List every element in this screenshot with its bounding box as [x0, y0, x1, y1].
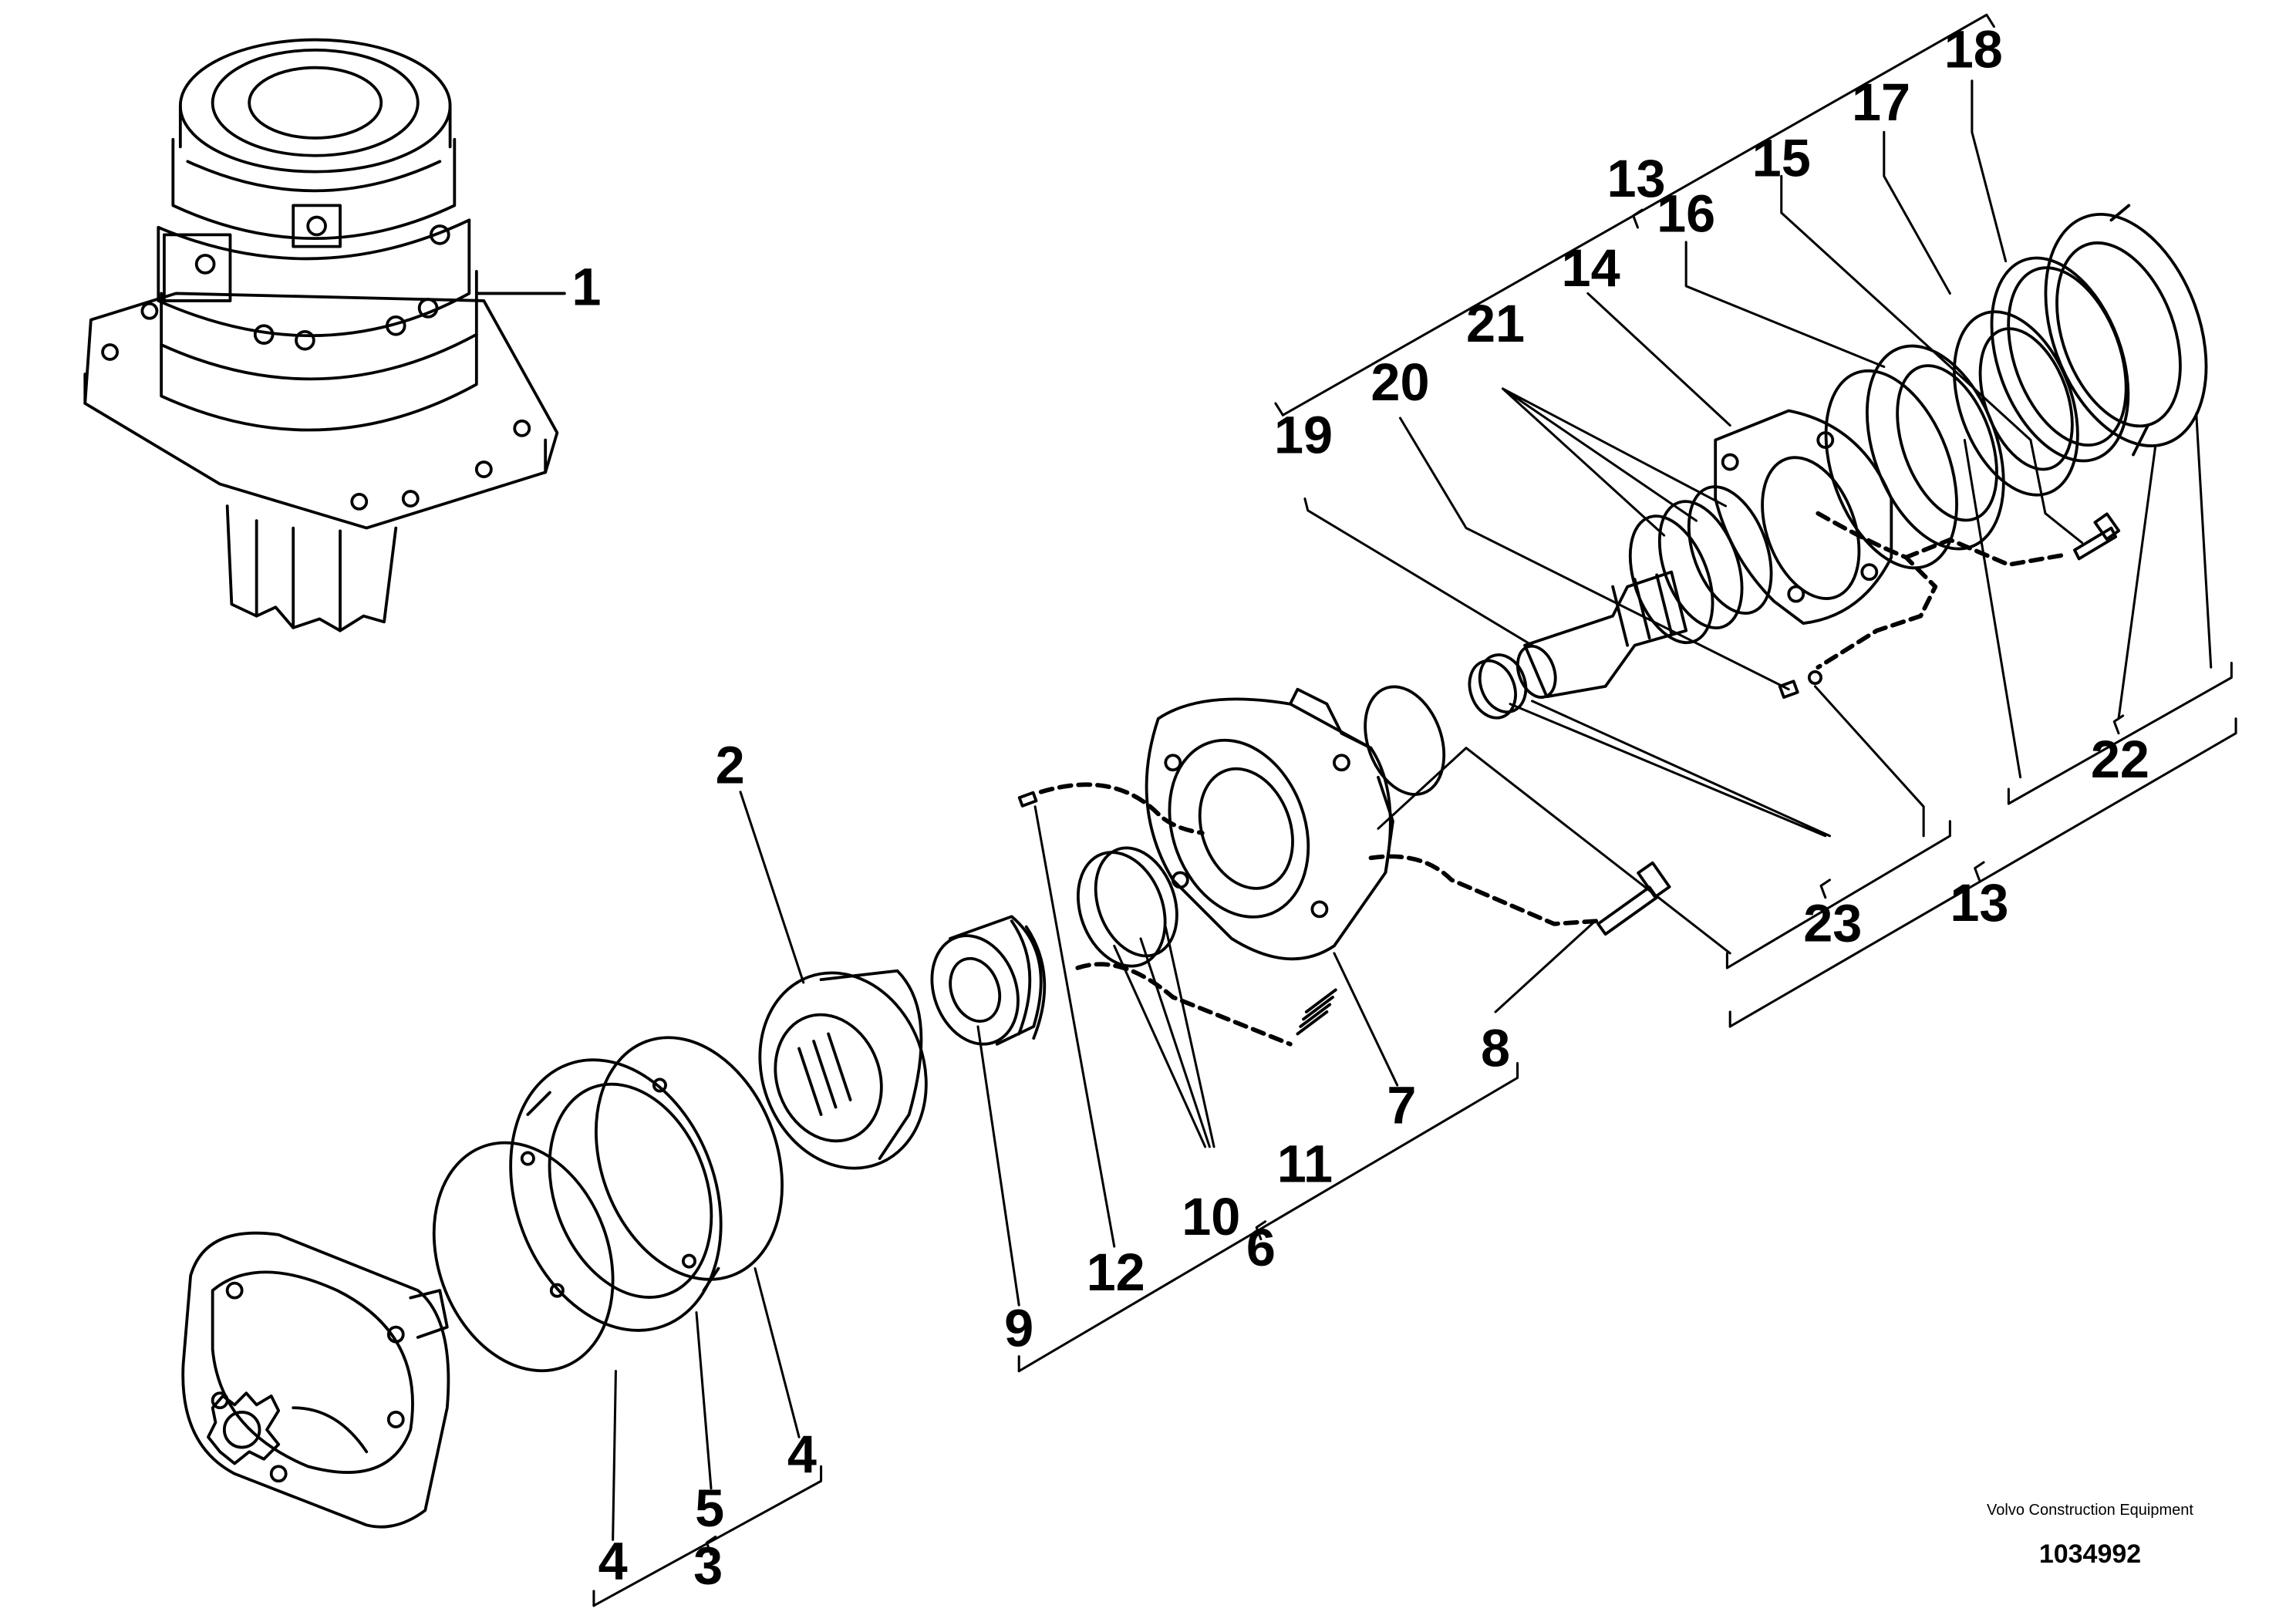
washer-20: [1807, 670, 1822, 686]
callout-22: 22: [2091, 730, 2149, 789]
callout-2: 2: [716, 735, 745, 794]
cover-22: [2044, 204, 2208, 457]
callout-1: 1: [571, 258, 601, 317]
o-ring-23: [1364, 685, 1446, 796]
o-ring-4-left: [432, 1141, 615, 1373]
valve-9: [930, 915, 1047, 1046]
shaft-19: [1515, 570, 1688, 699]
illustration-number: 1034992: [2038, 1539, 2142, 1569]
collar-23: [1468, 653, 1528, 720]
callout-11: 11: [1277, 1134, 1333, 1193]
callout-13-top: 13: [1607, 149, 1665, 208]
pin-12: [1017, 791, 1038, 808]
callout-16: 16: [1657, 184, 1715, 244]
leader-lines: [592, 13, 2237, 1607]
callout-4-left: 4: [598, 1532, 628, 1591]
callout-4-right: 4: [787, 1425, 817, 1484]
callout-10: 10: [1182, 1187, 1240, 1246]
callout-5: 5: [695, 1479, 724, 1538]
callout-13-bottom: 13: [1950, 873, 2008, 932]
callout-7: 7: [1387, 1075, 1416, 1135]
snap-ring-18: [1990, 256, 2130, 463]
callout-19: 19: [1274, 406, 1333, 465]
callout-21: 21: [1466, 294, 1525, 353]
callout-6: 6: [1246, 1218, 1276, 1277]
callout-18: 18: [1944, 20, 2003, 79]
bearing-2: [758, 969, 928, 1170]
callout-15: 15: [1752, 128, 1811, 187]
callout-20: 20: [1371, 352, 1429, 412]
rings-10: [1077, 846, 1178, 968]
motor-cover-with-pinion: [181, 1231, 450, 1529]
spring-11: [1296, 988, 1337, 1036]
callout-3: 3: [693, 1536, 723, 1595]
screw-20: [1778, 679, 1799, 700]
callout-9: 9: [1004, 1298, 1033, 1357]
o-ring-4-right: [594, 1036, 784, 1281]
bearing-15: [1866, 344, 2005, 551]
housing-7: [1145, 687, 1394, 961]
callouts: 1 2 3 4 4 5 6 7 8 9 10 11 12 13 13 14 15…: [571, 20, 2149, 1596]
callout-17: 17: [1852, 73, 1910, 132]
ring-16: [1824, 369, 1958, 570]
ring-17: [1953, 310, 2079, 497]
callout-8: 8: [1481, 1018, 1510, 1077]
bolt-15: [2073, 512, 2121, 561]
callout-23: 23: [1803, 894, 1862, 953]
callout-12: 12: [1087, 1243, 1145, 1302]
spacer-ring-5: [509, 1058, 723, 1332]
assembled-motor: [83, 38, 566, 632]
callout-14: 14: [1562, 238, 1620, 298]
publisher-credit: Volvo Construction Equipment: [1987, 1502, 2193, 1519]
